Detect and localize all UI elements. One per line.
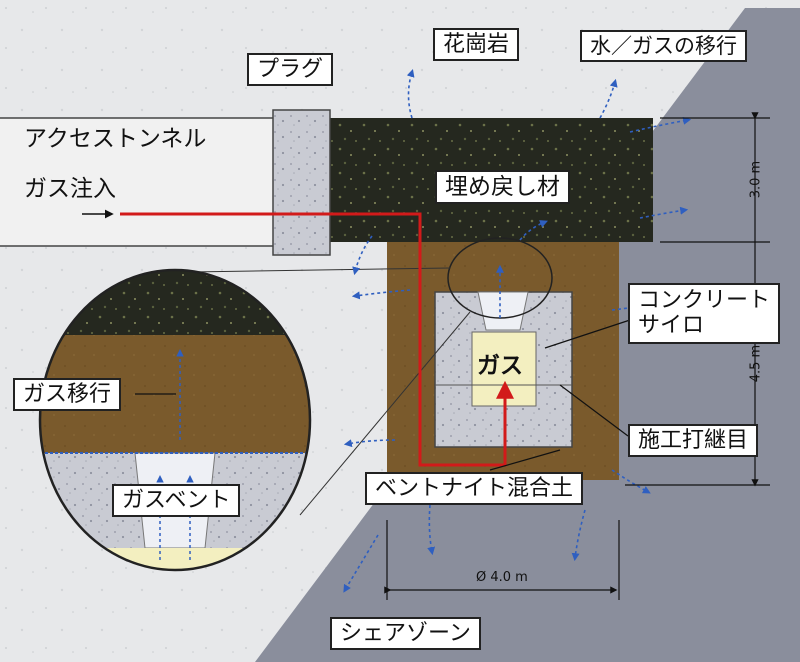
label-concrete-silo-line1: コンクリート [638,288,771,313]
label-gas-vent: ガスベント [112,484,241,518]
label-backfill: 埋め戻し材 [435,170,570,205]
migration-arrow [351,289,411,300]
dimension-height-silo: 4.5 m [748,344,764,383]
silo-gas-vent [477,291,529,331]
label-gas-migration: ガス移行 [13,378,122,412]
label-bentonite-mix: ベントナイト混合土 [365,472,584,506]
migration-arrow [427,504,436,556]
dimension-height-backfill: 3.0 m [748,160,764,199]
inset-frame [38,268,312,572]
construction-joint-pointer [559,384,629,437]
label-plug: プラグ [247,53,334,87]
migration-arrow [629,116,692,133]
plug [272,109,331,256]
label-concrete-silo: コンクリート サイロ [628,283,781,344]
dimension-diameter: Ø 4.0 m [476,570,528,585]
bentonite-pointer [489,449,561,471]
migration-arrow [343,534,379,593]
concrete-silo-pointer [544,319,631,349]
label-water-gas-migration: 水／ガスの移行 [580,30,747,63]
migration-arrow [611,469,651,494]
migration-arrow [343,439,396,448]
inset-leader-bottom [299,311,471,516]
label-gas: ガス [477,353,523,379]
migration-arrow [519,220,548,241]
gas-injection-line [120,212,514,467]
inset-leader-top [189,267,451,273]
label-shear-zone: シェアゾーン [330,617,481,651]
label-gas-injection: ガス注入 [24,176,116,202]
label-concrete-silo-line2: サイロ [638,313,705,339]
label-access-tunnel: アクセストンネル [24,126,207,152]
migration-arrow [352,235,373,276]
migration-arrow [571,509,586,562]
label-granite: 花崗岩 [433,28,520,62]
access-tunnel [0,118,275,246]
label-construction-joint: 施工打継目 [628,424,759,458]
migration-arrow [406,68,415,119]
migration-arrow [599,78,618,119]
